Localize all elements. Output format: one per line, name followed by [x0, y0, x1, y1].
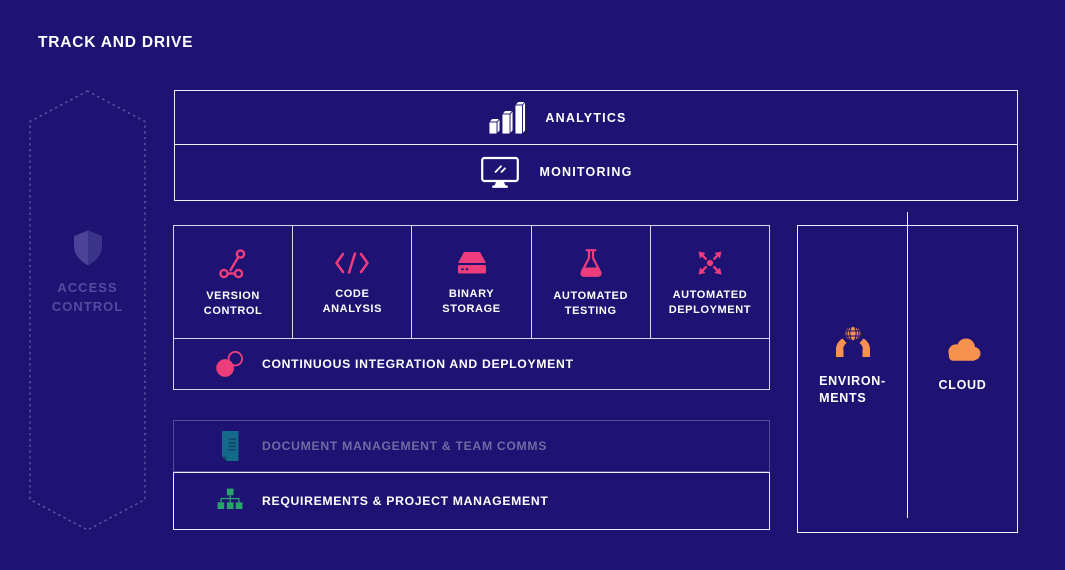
cell-version-control: VERSION CONTROL	[174, 226, 294, 338]
hexagon-dashed-outline	[29, 90, 146, 531]
code-icon	[335, 251, 370, 274]
analytics-monitoring-group: ANALYTICS MONITORING	[174, 90, 1018, 201]
document-management-row: DOCUMENT MANAGEMENT & TEAM COMMS	[173, 420, 770, 472]
hard-drive-icon	[457, 251, 486, 274]
cell-label: AUTOMATED TESTING	[553, 289, 629, 317]
overlapping-circles-icon	[214, 347, 246, 381]
environments-label: ENVIRON- MENTS	[819, 373, 886, 406]
cicd-row: CONTINUOUS INTEGRATION AND DEPLOYMENT	[174, 339, 769, 389]
cloud-icon	[947, 338, 980, 362]
document-icon	[214, 429, 246, 463]
cell-code-analysis: CODE ANALYSIS	[293, 226, 413, 338]
cell-binary-storage: BINARY STORAGE	[412, 226, 532, 338]
cell-label: CODE ANALYSIS	[322, 287, 383, 315]
arrows-out-icon	[698, 251, 722, 275]
requirements-label: REQUIREMENTS & PROJECT MANAGEMENT	[262, 494, 549, 508]
cicd-label: CONTINUOUS INTEGRATION AND DEPLOYMENT	[262, 357, 574, 371]
monitor-icon	[479, 156, 521, 189]
cell-label: VERSION CONTROL	[203, 289, 263, 317]
cell-label: AUTOMATED DEPLOYMENT	[668, 288, 752, 316]
cell-automated-testing: AUTOMATED TESTING	[532, 226, 651, 338]
hands-globe-icon	[835, 325, 870, 357]
environments-cloud-group: ENVIRON- MENTS CLOUD	[797, 212, 1018, 533]
bar-chart-icon	[485, 99, 527, 136]
cloud-column: CLOUD	[908, 212, 1017, 518]
document-management-label: DOCUMENT MANAGEMENT & TEAM COMMS	[262, 439, 548, 453]
page-title: TRACK AND DRIVE	[38, 34, 194, 51]
cell-automated-deployment: AUTOMATED DEPLOYMENT	[651, 226, 769, 338]
flask-icon	[580, 248, 602, 277]
analytics-label: ANALYTICS	[545, 110, 627, 125]
sitemap-icon	[214, 486, 246, 516]
shield-icon	[73, 230, 102, 265]
environments-column: ENVIRON- MENTS	[798, 212, 908, 518]
toolchain-cells: VERSION CONTROL CODE ANALYSIS	[174, 226, 769, 339]
cell-label: BINARY STORAGE	[442, 287, 501, 315]
access-control-label: ACCESS CONTROL	[51, 279, 124, 315]
requirements-row: REQUIREMENTS & PROJECT MANAGEMENT	[173, 472, 770, 530]
analytics-row: ANALYTICS	[175, 91, 1017, 145]
git-branch-icon	[219, 248, 246, 278]
monitoring-row: MONITORING	[175, 145, 1017, 199]
toolchain-group: VERSION CONTROL CODE ANALYSIS	[173, 225, 770, 390]
access-control-group: ACCESS CONTROL	[29, 90, 146, 531]
cloud-label: CLOUD	[938, 378, 987, 393]
monitoring-label: MONITORING	[539, 165, 633, 179]
